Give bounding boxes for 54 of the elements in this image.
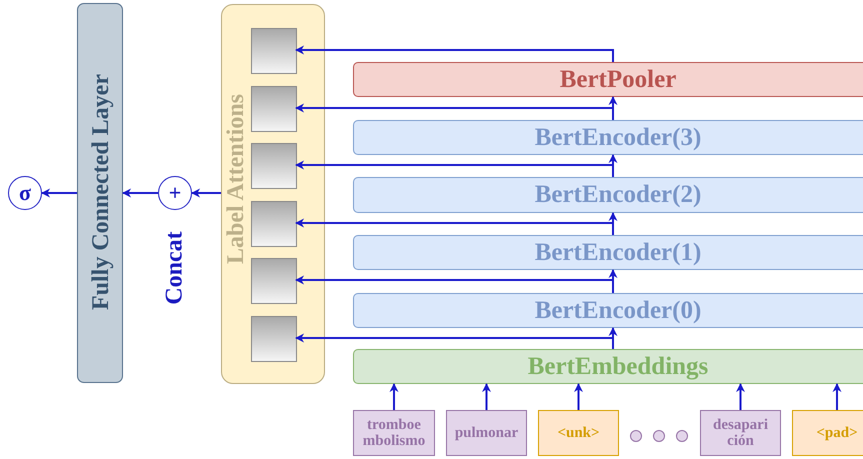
layer-label: BertEmbeddings <box>526 352 710 380</box>
arrow <box>295 46 614 62</box>
arrow <box>736 383 745 410</box>
arrow <box>832 383 842 410</box>
layer-box <box>353 120 863 155</box>
operator-circle <box>158 176 192 210</box>
operator-symbol: + <box>168 180 182 206</box>
attention-square <box>251 86 297 132</box>
node-caption: Concat <box>162 231 188 305</box>
arrow <box>122 188 158 198</box>
arrow <box>295 276 614 293</box>
arrow <box>295 334 614 349</box>
attention-square <box>251 316 297 362</box>
arrow <box>295 160 614 177</box>
ellipsis-dot <box>630 430 642 442</box>
layer-label: Fully Connected Layer <box>88 74 114 310</box>
ellipsis-dot <box>653 430 665 442</box>
arrow <box>295 218 614 235</box>
layer-label: BertEncoder(1) <box>534 238 702 266</box>
attention-square <box>251 258 297 304</box>
token-box <box>446 410 527 456</box>
arrow <box>482 383 491 410</box>
ellipsis-dot <box>676 430 688 442</box>
token-box <box>538 410 619 456</box>
operator-symbol: σ <box>18 180 32 206</box>
layer-label: BertEncoder(0) <box>534 296 702 324</box>
layer-box <box>353 349 863 384</box>
layer-box <box>353 235 863 270</box>
layer-box <box>77 3 123 383</box>
layer-label: <unk> <box>556 424 601 442</box>
arrow <box>191 188 221 198</box>
layer-label: pulmonar <box>454 424 520 442</box>
token-box <box>792 410 863 456</box>
layer-label: BertEncoder(3) <box>534 124 702 152</box>
layer-label: tromboe mbolismo <box>362 416 426 450</box>
arrow <box>574 383 583 410</box>
layer-label: BertEncoder(2) <box>534 181 702 209</box>
layer-label: <pad> <box>815 424 859 442</box>
layer-label: Label Attentions <box>222 94 250 264</box>
attention-square <box>251 28 297 74</box>
layer-box <box>353 293 863 328</box>
layer-box <box>353 177 863 213</box>
token-box <box>353 410 435 456</box>
attention-panel <box>221 4 325 384</box>
token-box <box>700 410 781 456</box>
attention-square <box>251 143 297 189</box>
arrow <box>390 383 398 410</box>
layer-label: desapari ción <box>712 416 769 450</box>
arrow <box>295 104 614 120</box>
layer-box <box>353 62 863 97</box>
operator-circle <box>8 176 42 210</box>
attention-square <box>251 201 297 247</box>
layer-label: BertPooler <box>558 66 678 94</box>
arrow <box>41 188 77 198</box>
